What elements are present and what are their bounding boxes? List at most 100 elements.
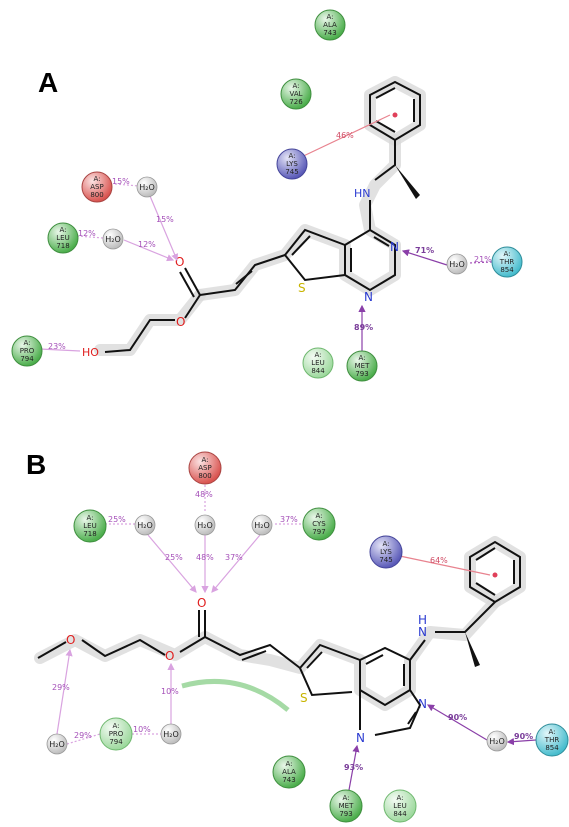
pct-n-water-b: 90%: [448, 713, 467, 722]
carbonyl-o-a: O: [175, 255, 184, 269]
pct-water-thr-a: 21%: [474, 255, 492, 264]
panel-a-label: A: [38, 67, 58, 98]
hydrophobic-surface-arc: [181, 678, 290, 712]
svg-text:VAL: VAL: [289, 90, 302, 98]
svg-text:A:: A:: [382, 540, 389, 548]
pct-w1-o-b: 25%: [165, 553, 183, 562]
water-1-a: H₂O: [136, 176, 158, 198]
water-2-a: H₂O: [102, 228, 124, 250]
residue-thr854-a: A: THR 854: [491, 246, 523, 278]
svg-text:MET: MET: [355, 362, 370, 370]
svg-text:793: 793: [355, 370, 368, 378]
amine-n-b: N: [418, 625, 427, 639]
svg-text:H₂O: H₂O: [197, 521, 213, 530]
water3-carbonyl-hbond-b: [211, 534, 261, 593]
svg-text:800: 800: [198, 472, 211, 480]
residue-met793-a: A: MET 793: [346, 350, 378, 382]
svg-text:800: 800: [90, 191, 103, 199]
svg-text:H₂O: H₂O: [137, 521, 153, 530]
svg-text:743: 743: [282, 776, 295, 784]
svg-text:726: 726: [289, 98, 303, 106]
n-water-hbond-b: [426, 704, 488, 741]
residue-lys745-a: A: LYS 745: [276, 148, 308, 180]
pct-w3-o-b: 37%: [225, 553, 243, 562]
residue-asp800-a: A: ASP 800: [81, 171, 113, 203]
water-6-b: H₂O: [486, 730, 508, 752]
residue-lys745-b: A: LYS 745: [369, 535, 403, 569]
svg-text:ALA: ALA: [323, 21, 337, 29]
svg-text:ALA: ALA: [282, 768, 296, 776]
thiophene-s-a: S: [298, 281, 306, 295]
pct-w2-o-b: 48%: [196, 553, 214, 562]
svg-text:H₂O: H₂O: [254, 521, 270, 530]
svg-text:793: 793: [339, 810, 352, 818]
carbonyl-o-b: O: [197, 596, 206, 610]
pct-leu-water-a: 12%: [78, 229, 96, 238]
pct-pro-oh-a: 23%: [48, 342, 66, 351]
asp800-water-hbond-a: [114, 183, 140, 187]
water-2-b: H₂O: [194, 514, 216, 536]
pct-water-thr-b: 90%: [514, 732, 533, 741]
svg-text:A:: A:: [342, 794, 349, 802]
pct-w-ether-b: 29%: [52, 683, 70, 692]
svg-text:A:: A:: [93, 175, 100, 183]
pct-n-water-a: 71%: [415, 246, 434, 255]
svg-text:THR: THR: [499, 258, 515, 266]
svg-text:A:: A:: [86, 514, 93, 522]
met793-n-hbond-b: [348, 744, 360, 791]
svg-text:854: 854: [500, 266, 514, 274]
residue-pro794-b: A: PRO 794: [99, 717, 133, 751]
svg-text:745: 745: [379, 556, 392, 564]
residue-thr854-b: A: THR 854: [535, 723, 569, 757]
lys745-pi-cation-b: [394, 554, 491, 576]
svg-text:LYS: LYS: [286, 160, 298, 168]
residue-met793-b: A: MET 793: [329, 789, 363, 823]
svg-text:A:: A:: [288, 152, 295, 160]
svg-text:H₂O: H₂O: [489, 737, 505, 746]
residue-leu718-b: A: LEU 718: [73, 509, 107, 543]
pct-water1-o-a: 15%: [156, 215, 174, 224]
n-water-hbond-a: [401, 249, 448, 266]
pro794-hydroxyl-hbond-a: [39, 348, 81, 352]
water-4-b: H₂O: [46, 733, 68, 755]
svg-text:743: 743: [323, 29, 336, 37]
ester-o-b: O: [165, 649, 174, 663]
water-5-b: H₂O: [160, 723, 182, 745]
svg-text:A:: A:: [326, 13, 333, 21]
residue-cys797-b: A: CYS 797: [302, 507, 336, 541]
residue-ala743-a: A: ALA 743: [314, 9, 346, 41]
hn-atom-a: HN: [354, 187, 371, 200]
pct-cys-water-b: 37%: [280, 515, 298, 524]
pyrimidine-n2-a: N: [364, 290, 373, 304]
ester-o-a: O: [176, 315, 185, 329]
svg-text:844: 844: [393, 810, 407, 818]
ligand-a-halo: [94, 76, 426, 356]
lys745-pi-cation-a: [294, 114, 391, 161]
svg-text:H₂O: H₂O: [49, 740, 65, 749]
svg-text:LEU: LEU: [311, 359, 324, 367]
svg-text:H₂O: H₂O: [139, 183, 155, 192]
panel-b-label: B: [26, 449, 46, 480]
svg-text:THR: THR: [544, 736, 560, 744]
residue-leu844-a: A: LEU 844: [302, 347, 334, 379]
water-pro794-hbond-b: [66, 733, 101, 745]
residue-ala743-b: A: ALA 743: [272, 755, 306, 789]
svg-text:A:: A:: [112, 722, 119, 730]
pct-water2-o-a: 12%: [138, 240, 156, 249]
leu718-water-hbond-a: [76, 235, 104, 239]
svg-text:854: 854: [545, 744, 559, 752]
svg-text:LYS: LYS: [380, 548, 392, 556]
phenyl-ring-b: [469, 540, 521, 604]
water-ether-hbond-b: [56, 648, 73, 735]
svg-text:A:: A:: [23, 339, 30, 347]
water-3-a: H₂O: [446, 253, 468, 275]
svg-text:H₂O: H₂O: [105, 235, 121, 244]
residue-leu844-b: A: LEU 844: [383, 789, 417, 823]
pyrimidine-n2-b: N: [356, 731, 365, 745]
svg-text:A:: A:: [285, 760, 292, 768]
pct-asp-water-a: 15%: [112, 177, 130, 186]
svg-text:A:: A:: [201, 456, 208, 464]
panel-a: A HN N N: [11, 9, 523, 382]
